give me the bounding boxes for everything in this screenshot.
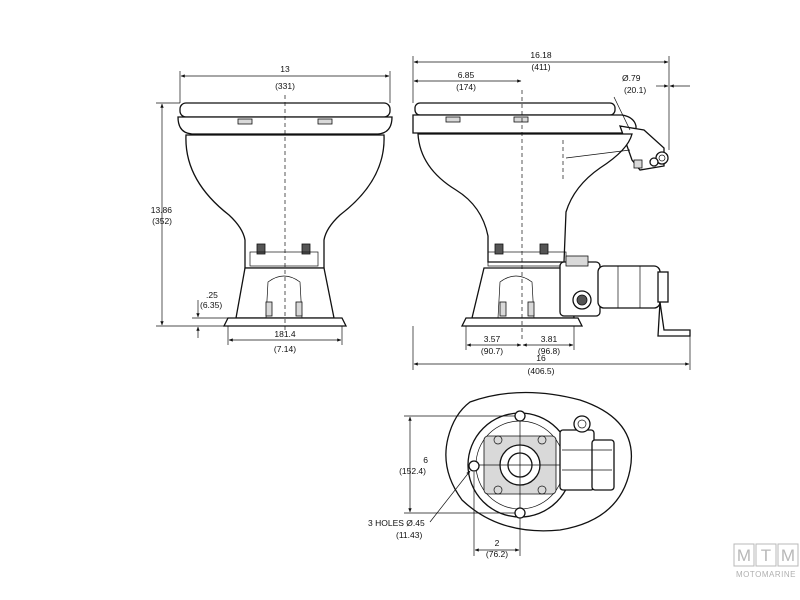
- side-base-split-dimension: 3.57 (90.7) 3.81 (96.8): [465, 326, 575, 356]
- side-base: [471, 267, 575, 319]
- front-base-width-mm: 181.4: [274, 329, 296, 339]
- front-view: 13 (331) 13.86 (352) .25 (6.35) 181.4 (7…: [151, 64, 393, 354]
- pump-motor: [559, 255, 691, 337]
- side-base-left-in: 3.57: [484, 334, 501, 344]
- side-seat-offset-mm: (174): [456, 82, 476, 92]
- bottom-spacing-dimension: 2 (76.2): [473, 472, 521, 559]
- side-base-right-mm: (96.8): [538, 346, 560, 356]
- bottom-mount-holes: [468, 410, 547, 519]
- front-base-width-dimension: 181.4 (7.14): [227, 326, 343, 354]
- front-mount-bolts: [249, 243, 319, 267]
- bottom-holes-mm: (11.43): [396, 530, 422, 540]
- front-width-dimension: 13 (331): [179, 64, 391, 103]
- logo-letter-2: T: [761, 546, 771, 565]
- motomarine-logo: M T M MOTOMARINE: [733, 543, 799, 579]
- bottom-pump: [559, 415, 615, 491]
- side-base-left-mm: (90.7): [481, 346, 503, 356]
- front-base-offset-mm: (6.35): [200, 300, 222, 310]
- bottom-spacing-mm: (76.2): [486, 549, 508, 559]
- side-seat-lid: [414, 102, 616, 116]
- front-height-mm: (352): [152, 216, 172, 226]
- front-height-dimension: 13.86 (352): [151, 102, 224, 327]
- bottom-height-mm: (152.4): [399, 466, 426, 476]
- bottom-height-dimension: 6 (152.4): [399, 415, 515, 514]
- front-width-mm: (331): [275, 81, 295, 91]
- side-overall-width-in: 16.18: [530, 50, 552, 60]
- bottom-holes-callout: 3 HOLES Ø.45 (11.43): [368, 470, 471, 540]
- bottom-base-plate: [467, 412, 573, 518]
- side-hose-dia-dimension: Ø.79 (20.1): [613, 73, 690, 131]
- bottom-spacing-in: 2: [495, 538, 500, 548]
- logo-letter-1: M: [737, 546, 751, 565]
- side-seat-offset-in: 6.85: [458, 70, 475, 80]
- side-base-right-in: 3.81: [541, 334, 558, 344]
- front-base-offset-in: .25: [206, 290, 218, 300]
- side-base-length-dimension: 16 (406.5): [412, 326, 691, 376]
- side-overall-width-mm: (411): [531, 62, 550, 72]
- front-width-in: 13: [280, 64, 290, 74]
- side-base-length-mm: (406.5): [528, 366, 555, 376]
- bottom-holes-label: 3 HOLES Ø.45: [368, 518, 425, 528]
- side-hose-dia-mm: (20.1): [624, 85, 646, 95]
- side-base-length-in: 16: [536, 353, 546, 363]
- side-hose-dia-in: Ø.79: [622, 73, 641, 83]
- side-seat-offset-dimension: 6.85 (174): [413, 70, 522, 92]
- side-view: 16.18 (411) 6.85 (174) Ø.79 (20.1) 3.57 …: [412, 50, 691, 376]
- front-base-offset-dimension: .25 (6.35): [192, 290, 228, 338]
- logo-word: MOTOMARINE: [736, 570, 796, 579]
- logo-letter-3: M: [781, 546, 795, 565]
- bottom-view: 6 (152.4) 3 HOLES Ø.45 (11.43) 2 (76.2): [368, 391, 632, 559]
- side-bowl: [417, 133, 633, 263]
- front-base-width-in: (7.14): [274, 344, 296, 354]
- bottom-height-in: 6: [423, 455, 428, 465]
- front-height-in: 13.86: [151, 205, 173, 215]
- side-overall-width-dimension: 16.18 (411): [412, 50, 670, 150]
